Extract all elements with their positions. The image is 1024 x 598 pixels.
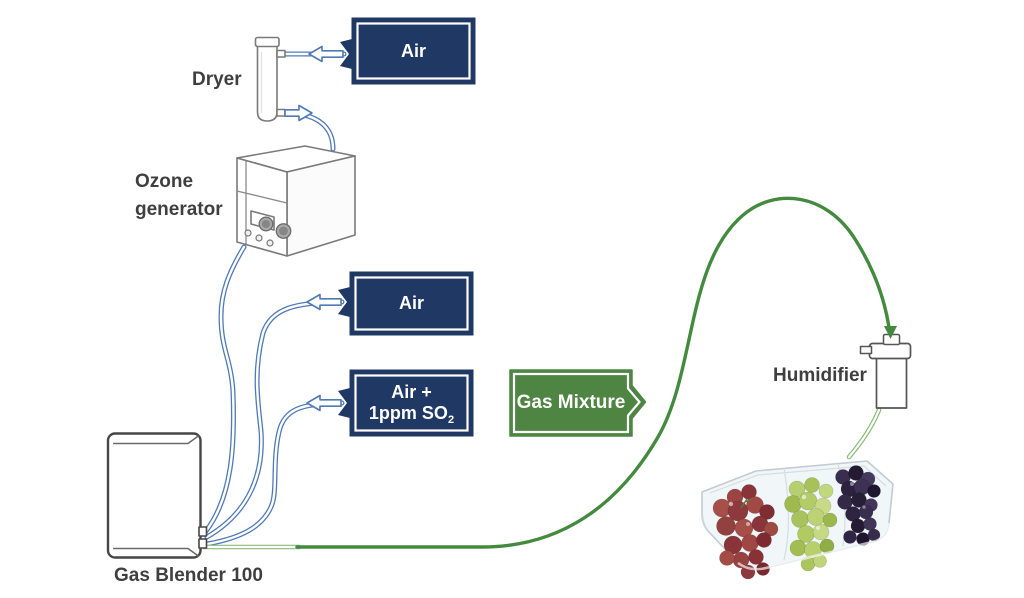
grape-tray-photo <box>701 460 894 580</box>
air-middle-box-shape <box>349 271 474 336</box>
flow-arrow-right-icon <box>284 104 313 122</box>
gas-blender-label: Gas Blender 100 <box>114 565 263 586</box>
tube-gas-mixture-arch <box>295 196 892 549</box>
tube-so2-to-blender <box>204 400 345 547</box>
tube-ozone-to-blender <box>203 244 247 534</box>
arrow-tail-icon <box>338 387 354 419</box>
tube-humidifier-to-tray <box>846 407 882 460</box>
tube-dryer-to-ozone <box>282 110 336 152</box>
flow-arrow-down-icon <box>884 326 897 339</box>
grape-stem <box>740 498 753 509</box>
green-grapes <box>784 477 838 572</box>
humidifier-spout <box>859 345 873 355</box>
ozone-generator-device <box>236 145 356 257</box>
dryer-bottom-port <box>276 108 286 117</box>
air-top-box-shape <box>351 17 476 85</box>
ozone-button <box>244 229 252 237</box>
dryer-label: Dryer <box>192 69 242 90</box>
tube-air-to-blender <box>204 299 345 540</box>
arrow-tail-icon <box>340 38 356 70</box>
arrow-tail-icon <box>338 286 354 318</box>
blender-port <box>198 538 208 549</box>
humidifier-device <box>859 326 912 409</box>
dryer-top-port <box>276 49 286 58</box>
so2-box-shape <box>349 369 474 437</box>
callout-box-shapes <box>338 17 647 437</box>
dryer-device <box>254 36 286 122</box>
gas-blender-device <box>106 432 208 559</box>
ozone-button <box>266 239 274 247</box>
red-grapes <box>712 484 779 580</box>
blender-port <box>198 526 208 537</box>
ozone-button <box>255 234 263 242</box>
flow-arrow-left-icon <box>308 45 344 63</box>
flow-arrows <box>284 45 344 412</box>
flow-arrow-left-icon <box>306 394 342 412</box>
humidifier-label: Humidifier <box>773 365 867 386</box>
gas-mixture-box-shape <box>509 369 647 437</box>
flow-arrow-left-icon <box>306 293 342 311</box>
ozone-generator-label: Ozone generator <box>135 171 223 220</box>
